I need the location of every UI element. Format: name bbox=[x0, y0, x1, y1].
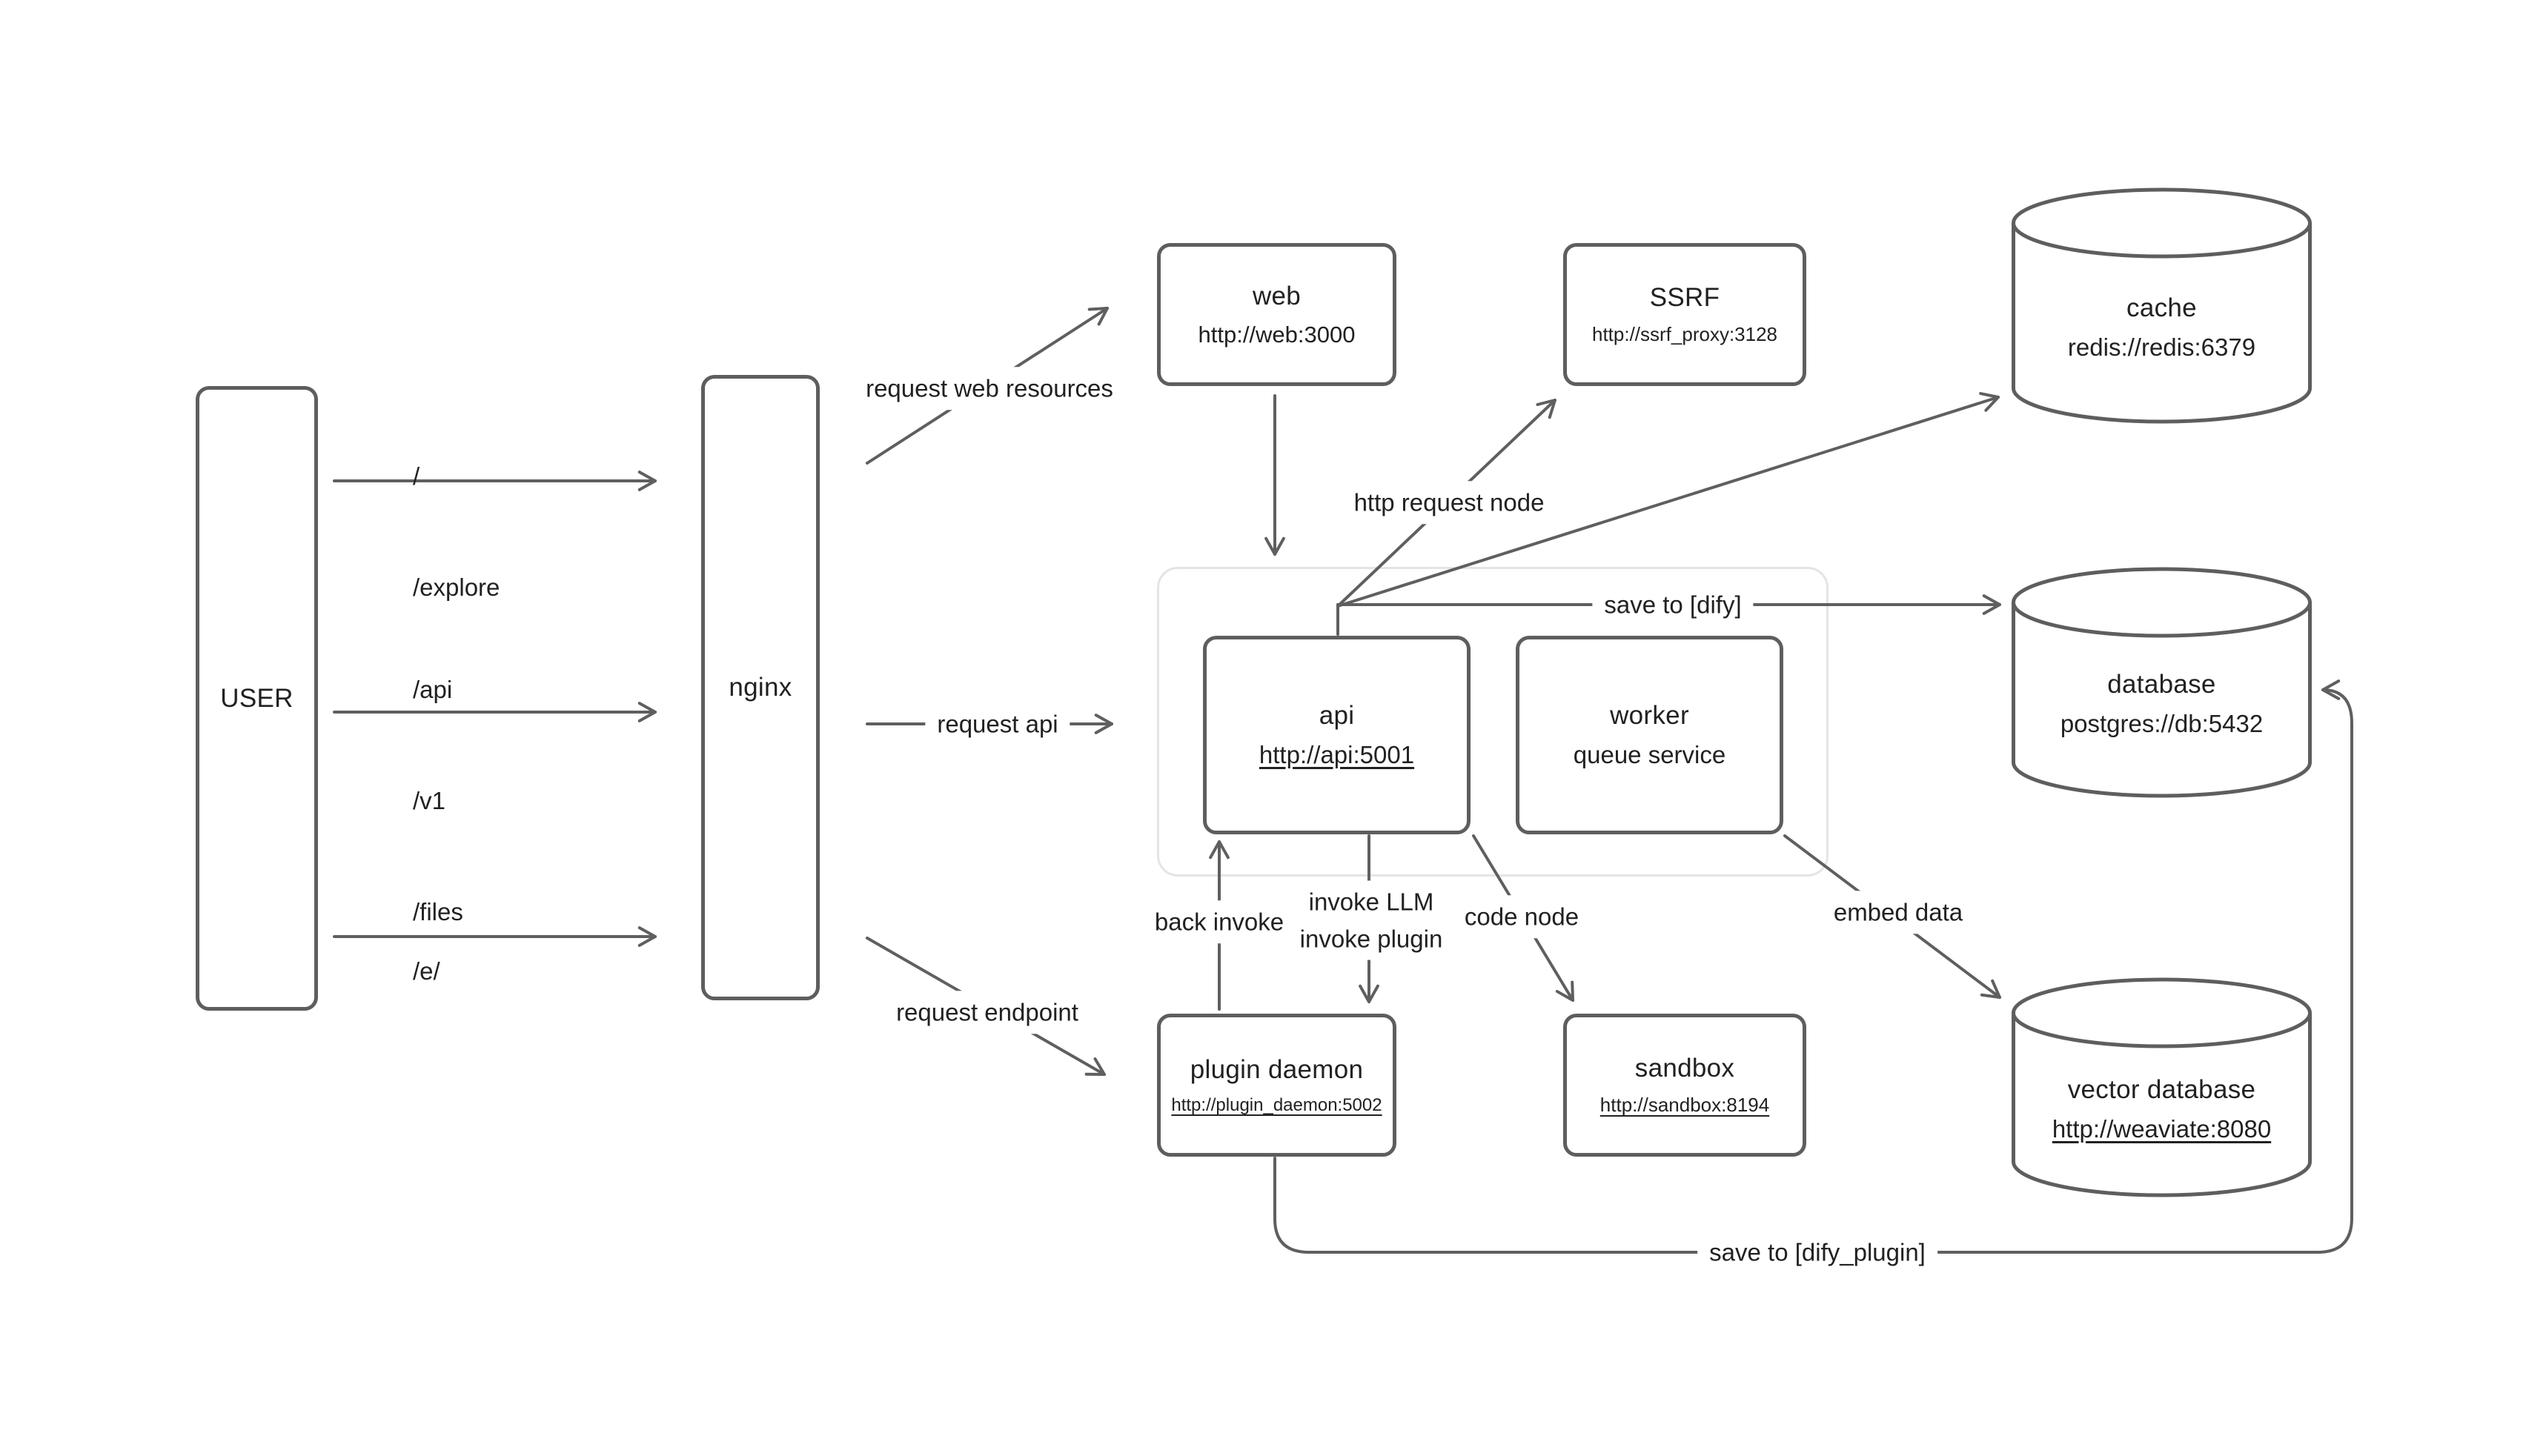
nginx-node: nginx bbox=[701, 375, 820, 1000]
label-invoke-llm-plugin: invoke LLM invoke plugin bbox=[1287, 880, 1455, 960]
label-http-request-node: http request node bbox=[1342, 481, 1556, 524]
cache-url: redis://redis:6379 bbox=[2067, 333, 2256, 361]
api-worker-group bbox=[1157, 567, 1829, 877]
database-node: database postgres://db:5432 bbox=[2011, 567, 2313, 798]
plugin-daemon-node: plugin daemon http://plugin_daemon:5002 bbox=[1157, 1014, 1396, 1157]
label-save-to-dify: save to [dify] bbox=[1592, 583, 1754, 626]
web-url: http://web:3000 bbox=[1198, 321, 1356, 348]
label-request-endpoint: request endpoint bbox=[884, 991, 1090, 1034]
vector-database-title: vector database bbox=[2067, 1074, 2256, 1104]
label-request-web-resources: request web resources bbox=[854, 367, 1125, 410]
route-root: / bbox=[413, 462, 420, 490]
user-node: USER bbox=[196, 386, 318, 1011]
routes-bottom: /e/ bbox=[413, 879, 440, 1064]
sandbox-node: sandbox http://sandbox:8194 bbox=[1563, 1014, 1806, 1157]
vector-database-node: vector database http://weaviate:8080 bbox=[2011, 977, 2313, 1197]
edge-plugin-daemon-database bbox=[1273, 679, 2353, 1254]
edge-api-cache bbox=[1336, 392, 2000, 608]
route-explore: /explore bbox=[413, 574, 500, 601]
ssrf-node: SSRF http://ssrf_proxy:3128 bbox=[1563, 243, 1806, 386]
web-title: web bbox=[1252, 281, 1302, 310]
label-embed-data: embed data bbox=[1821, 891, 1975, 934]
plugin-daemon-title: plugin daemon bbox=[1190, 1054, 1364, 1084]
label-save-to-dify-plugin: save to [dify_plugin] bbox=[1697, 1231, 1937, 1274]
worker-subtitle: queue service bbox=[1573, 741, 1726, 768]
cache-title: cache bbox=[2126, 293, 2197, 322]
cylinder-shape bbox=[2012, 187, 2312, 424]
api-url-link[interactable]: http://api:5001 bbox=[1259, 741, 1415, 768]
label-invoke-plugin: invoke plugin bbox=[1299, 925, 1443, 952]
ssrf-title: SSRF bbox=[1649, 283, 1720, 312]
api-title: api bbox=[1319, 701, 1355, 730]
label-back-invoke: back invoke bbox=[1142, 900, 1296, 943]
sandbox-url-link[interactable]: http://sandbox:8194 bbox=[1599, 1094, 1770, 1116]
ssrf-url: http://ssrf_proxy:3128 bbox=[1591, 323, 1778, 345]
cylinder-shape bbox=[2012, 977, 2312, 1197]
routes-middle: /api /v1 /files bbox=[413, 597, 463, 1005]
plugin-daemon-url-link[interactable]: http://plugin_daemon:5002 bbox=[1171, 1094, 1382, 1115]
route-v1: /v1 bbox=[413, 787, 446, 814]
route-e: /e/ bbox=[413, 957, 440, 985]
web-node: web http://web:3000 bbox=[1157, 243, 1396, 386]
routes-top: / /explore bbox=[413, 384, 500, 680]
cache-node: cache redis://redis:6379 bbox=[2011, 187, 2313, 424]
label-invoke-llm: invoke LLM bbox=[1308, 888, 1434, 916]
worker-node: worker queue service bbox=[1516, 636, 1783, 834]
cylinder-shape bbox=[2012, 567, 2312, 798]
worker-title: worker bbox=[1610, 701, 1689, 730]
user-label: USER bbox=[220, 683, 294, 713]
label-request-api: request api bbox=[925, 702, 1070, 745]
label-code-node: code node bbox=[1452, 895, 1591, 938]
database-title: database bbox=[2107, 670, 2216, 699]
database-url: postgres://db:5432 bbox=[2060, 710, 2264, 737]
nginx-label: nginx bbox=[729, 673, 792, 702]
route-api: /api bbox=[413, 676, 453, 703]
api-node: api http://api:5001 bbox=[1203, 636, 1471, 834]
route-files: /files bbox=[413, 898, 463, 925]
vector-database-url-link[interactable]: http://weaviate:8080 bbox=[2052, 1114, 2272, 1143]
sandbox-title: sandbox bbox=[1634, 1054, 1735, 1083]
